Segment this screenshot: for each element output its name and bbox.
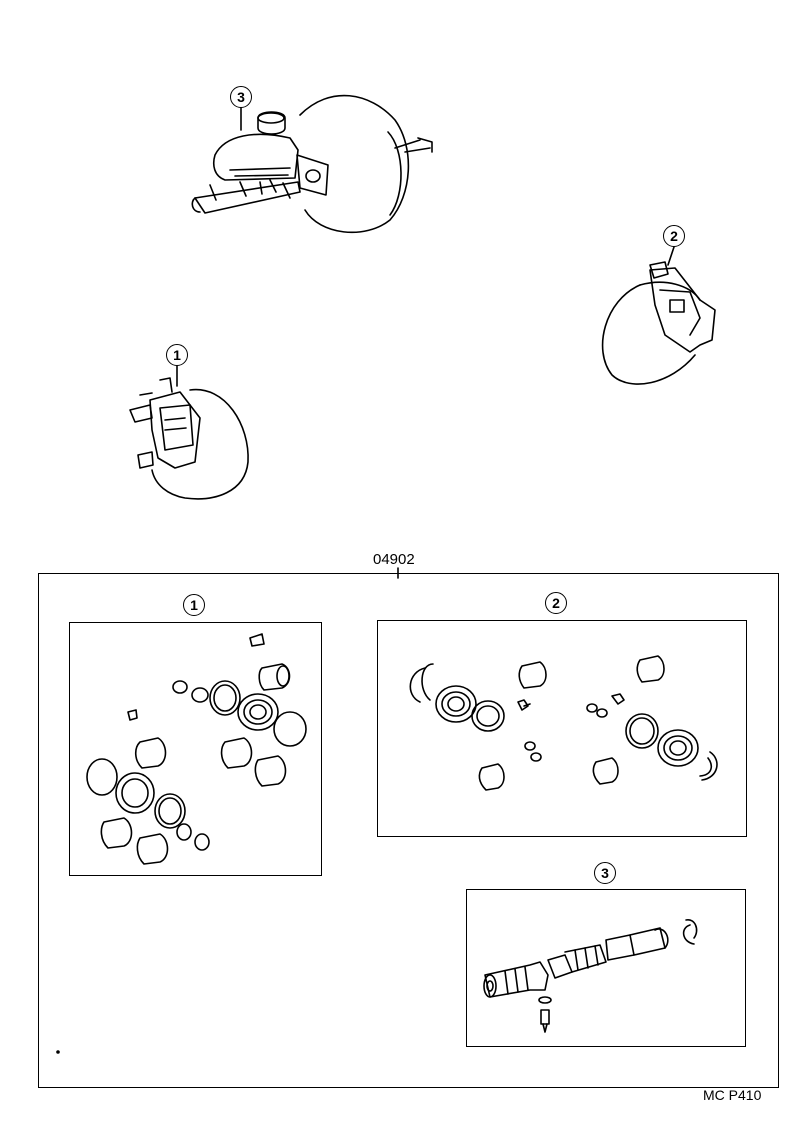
sheet-code-label: MC P410 xyxy=(703,1087,762,1103)
kit-frame xyxy=(38,573,779,1088)
kit-1-box xyxy=(69,622,322,876)
rear-caliper-assembly xyxy=(601,261,716,385)
kit-2-box xyxy=(377,620,747,837)
callout-front-caliper: 1 xyxy=(166,344,188,366)
kit-1-callout: 1 xyxy=(183,594,205,616)
kit-1-parts xyxy=(86,633,307,865)
callout-master-cylinder: 3 xyxy=(230,86,252,108)
kit-2-parts xyxy=(409,655,718,791)
kit-3-parts xyxy=(483,919,698,1033)
master-cylinder-assembly xyxy=(191,94,433,234)
callout-rear-caliper: 2 xyxy=(663,225,685,247)
kit-number-label: 04902 xyxy=(373,551,415,568)
kit-3-box xyxy=(466,889,746,1047)
kit-2-callout: 2 xyxy=(545,592,567,614)
front-caliper-assembly xyxy=(129,377,249,500)
kit-3-callout: 3 xyxy=(594,862,616,884)
